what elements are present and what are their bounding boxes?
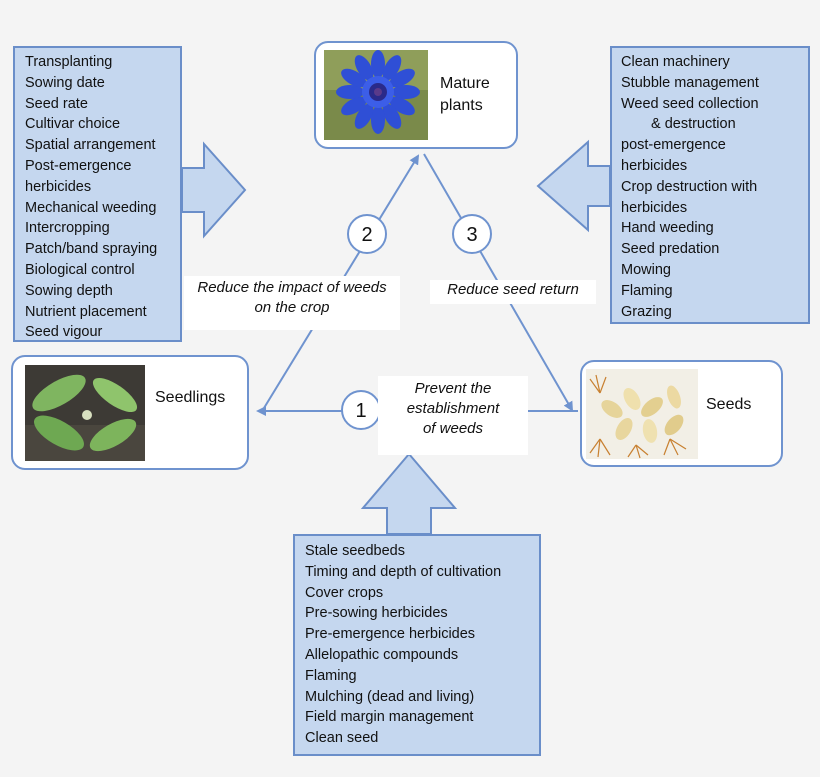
list-item: Timing and depth of cultivation [305, 563, 502, 580]
list-item: Nutrient placement [25, 303, 147, 320]
seedlings-label: Seedlings [155, 389, 226, 406]
list-item: Biological control [25, 261, 135, 278]
list-item: herbicides [621, 199, 688, 216]
list-item: Grazing [621, 303, 672, 320]
step-number-3: 3 [466, 224, 477, 246]
step-3-label: Reduce seed return [430, 280, 596, 304]
stage-seedlings: Seedlings [11, 355, 249, 470]
right-block-arrow [536, 139, 611, 233]
step-number-1: 1 [355, 400, 366, 422]
list-item: Weed seed collection [621, 95, 759, 112]
stage-seeds: Seeds [580, 360, 783, 467]
list-item: post-emergence [621, 137, 726, 154]
mature-plants-label: Mature plants [440, 75, 490, 114]
stage-mature-plants: Mature plants [314, 41, 518, 149]
list-item: Allelopathic compounds [305, 646, 459, 663]
list-item: Seed rate [25, 95, 88, 112]
list-item: Pre-sowing herbicides [305, 605, 448, 622]
list-item: Post-emergence [25, 157, 132, 174]
list-item: Seed predation [621, 241, 720, 258]
list-item: Crop destruction with [621, 178, 758, 195]
seeds-label: Seeds [706, 396, 752, 413]
left-block-arrow [181, 141, 247, 239]
list-item: Cultivar choice [25, 116, 121, 133]
list-item: herbicides [25, 178, 92, 195]
list-item: Mulching (dead and living) [305, 688, 475, 705]
list-item: Field margin management [305, 709, 474, 726]
list-item: Cover crops [305, 584, 384, 601]
list-item: Transplanting [25, 54, 113, 70]
list-item: Hand weeding [621, 220, 714, 237]
list-item: Seed vigour [25, 324, 103, 341]
list-item: Stale seedbeds [305, 543, 405, 559]
list-item: Clean seed [305, 730, 379, 747]
list-item: herbicides [621, 157, 688, 174]
list-item: Mechanical weeding [25, 199, 157, 216]
bottom-block-arrow [360, 452, 458, 535]
step-1-label: Prevent the establishment of weeds [378, 376, 528, 455]
list-item: Intercropping [25, 220, 110, 237]
step-circle-2 [347, 214, 387, 254]
list-item: Sowing date [25, 74, 105, 91]
seeds-image [586, 369, 698, 459]
list-item: Patch/band spraying [25, 241, 158, 258]
list-item: Pre-emergence herbicides [305, 626, 476, 643]
step-number-2: 2 [361, 224, 372, 246]
list-item: & destruction [651, 116, 736, 133]
list-item: Flaming [305, 667, 357, 684]
seedling-image [25, 365, 145, 461]
list-item: Mowing [621, 261, 671, 278]
list-item: Stubble management [621, 74, 759, 91]
list-item: Sowing depth [25, 282, 113, 299]
step-2-label: Reduce the impact of weeds on the crop [184, 276, 400, 330]
list-item: Clean machinery [621, 54, 730, 70]
list-item: Spatial arrangement [25, 137, 156, 154]
cornflower-image [324, 50, 428, 140]
step-circle-3 [452, 214, 492, 254]
list-item: Flaming [621, 282, 673, 299]
